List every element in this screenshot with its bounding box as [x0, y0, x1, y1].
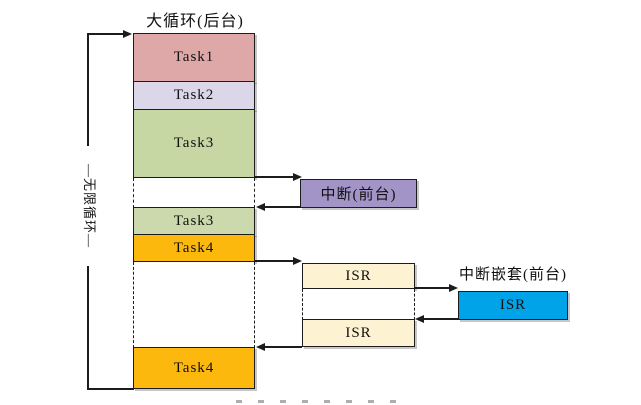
task3-block: Task3 [133, 109, 255, 178]
task2-label: Task2 [173, 87, 215, 103]
nested-isr-suspension-gap [302, 289, 415, 320]
interrupt-suspension-gap [133, 178, 255, 208]
task3-label: Task3 [173, 135, 215, 151]
arrow-isr-to-nested-head-icon [449, 284, 458, 292]
task3-resume-label: Task3 [173, 212, 215, 229]
task3-resume-block: Task3 [133, 207, 255, 235]
loop-arrowhead-icon [123, 30, 132, 38]
clipped-caption-fragment [236, 400, 406, 403]
isr2-label: ISR [345, 324, 372, 341]
interrupt-block: 中断(前台) [300, 179, 417, 208]
isr1-block: ISR [302, 263, 415, 289]
arrow-interrupt-return-line [265, 206, 300, 208]
loop-line-top [88, 33, 124, 35]
task4-block: Task4 [133, 234, 255, 262]
interrupt-label: 中断(前台) [320, 187, 397, 203]
nested-isr-label: ISR [499, 297, 527, 313]
arrow-isr-return-head-icon [256, 343, 265, 351]
isr1-label: ISR [345, 267, 372, 284]
nested-isr-block: ISR [458, 291, 568, 320]
loop-line-bottom [87, 388, 134, 390]
task4-label: Task4 [173, 239, 215, 256]
background-loop-title: 大循环(后台) [146, 13, 244, 30]
isr2-block: ISR [302, 319, 415, 347]
arrow-nested-return-line [424, 318, 458, 320]
task1-label: Task1 [173, 49, 215, 65]
arrow-task4-to-isr-line [254, 260, 294, 262]
task4-resume-block: Task4 [133, 347, 255, 389]
isr-suspension-gap [133, 262, 255, 348]
arrow-task3-to-interrupt-line [254, 176, 294, 178]
arrow-interrupt-return-head-icon [256, 203, 265, 211]
task2-block: Task2 [133, 81, 255, 110]
arrow-nested-return-head-icon [415, 315, 424, 323]
arrow-task4-to-isr-head-icon [293, 257, 302, 265]
task1-block: Task1 [133, 33, 255, 82]
arrow-isr-return-line [265, 346, 302, 348]
arrow-task3-to-interrupt-head-icon [293, 173, 302, 181]
infinite-loop-label: —无限循环— [80, 146, 98, 266]
nested-interrupt-title: 中断嵌套(前台) [459, 267, 567, 283]
task4-resume-label: Task4 [173, 359, 215, 376]
arrow-isr-to-nested-line [414, 287, 450, 289]
